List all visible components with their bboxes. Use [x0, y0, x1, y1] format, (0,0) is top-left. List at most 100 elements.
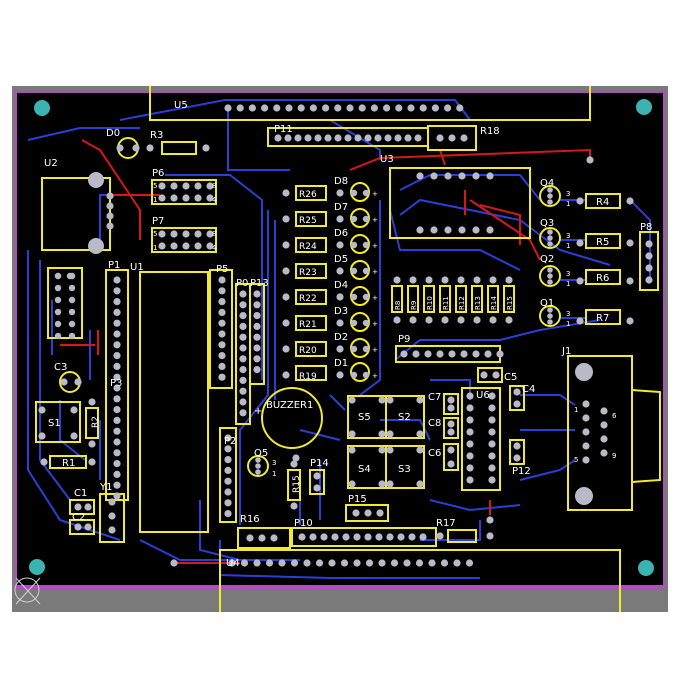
pin-q1-1: 1: [566, 320, 570, 328]
pad-123: [224, 434, 232, 442]
pad-224: [315, 559, 324, 567]
pad-22: [294, 134, 302, 142]
label-p1: P1: [108, 260, 120, 271]
pad-8: [322, 104, 330, 112]
pad-259: [106, 222, 114, 230]
p10-outline: [291, 527, 437, 547]
label-r19: R19: [299, 372, 317, 382]
pad-233: [428, 559, 436, 567]
pad-206: [331, 533, 339, 541]
pad-90: [113, 470, 121, 478]
pad-295: [547, 313, 553, 319]
pad-31: [384, 134, 392, 142]
p2-outline: [219, 427, 237, 523]
pad-91: [113, 481, 121, 489]
pad-345: [457, 276, 465, 284]
pad-294: [547, 307, 553, 313]
pad-56: [194, 242, 202, 250]
pad-229: [378, 559, 386, 567]
pad-239: [108, 526, 116, 534]
pad-179: [488, 440, 496, 448]
pad-165: [575, 363, 593, 381]
label-s4: S4: [358, 464, 371, 475]
pad-300: [626, 239, 634, 247]
pad-6: [297, 104, 305, 112]
pad-1: [236, 104, 244, 112]
pad-87: [113, 438, 121, 446]
pad-105: [239, 312, 247, 320]
pad-284: [255, 469, 261, 475]
pad-65: [68, 296, 76, 304]
pad-308: [362, 189, 370, 197]
label-p6: P6: [152, 168, 164, 179]
label-r9: R9: [410, 301, 418, 310]
mount-hole-tl: [34, 100, 50, 116]
pad-315: [350, 241, 358, 249]
pad-37: [460, 134, 468, 142]
pin-j1-6: 6: [612, 412, 617, 420]
p1-outline: [105, 269, 129, 501]
c8-outline: [443, 417, 459, 439]
pad-267: [378, 430, 386, 438]
label-p11: P11: [274, 124, 293, 135]
pad-109: [239, 355, 247, 363]
pad-334: [336, 371, 344, 379]
pad-81: [113, 373, 121, 381]
pad-126: [224, 466, 232, 474]
q4-outline: [539, 185, 561, 207]
label-r15: R15: [292, 475, 302, 493]
pad-339: [409, 276, 417, 284]
pad-75: [113, 308, 121, 316]
pad-322: [336, 293, 344, 301]
pad-133: [444, 172, 452, 180]
pad-240: [74, 503, 82, 511]
pad-52: [206, 230, 214, 238]
pin-p7-8: 8: [212, 230, 216, 238]
pad-208: [353, 533, 361, 541]
pad-54: [170, 242, 178, 250]
pad-137: [416, 226, 424, 234]
pad-110: [239, 366, 247, 374]
pad-173: [466, 464, 474, 472]
pad-32: [394, 134, 402, 142]
label-s2: S2: [398, 412, 411, 423]
pad-97: [218, 319, 226, 327]
mount-hole-bl: [29, 559, 45, 575]
pad-127: [224, 477, 232, 485]
pad-313: [282, 241, 290, 249]
pad-151: [496, 350, 504, 358]
pad-296: [547, 319, 553, 325]
pad-221: [278, 559, 286, 567]
pad-245: [88, 458, 96, 466]
label-r14: R14: [490, 296, 498, 310]
pad-9: [334, 104, 342, 112]
p7-outline: [151, 227, 217, 253]
pad-171: [466, 440, 474, 448]
pad-44: [170, 194, 178, 202]
pad-80: [113, 362, 121, 370]
pad-311: [350, 215, 358, 223]
led-plus-3: +: [372, 268, 378, 276]
label-r8: R8: [394, 301, 402, 310]
pad-286: [547, 193, 553, 199]
pad-71: [68, 332, 76, 340]
label-r4: R4: [596, 197, 609, 208]
label-c2: C2: [72, 512, 85, 523]
pad-335: [350, 371, 358, 379]
pad-35: [436, 134, 444, 142]
pad-342: [425, 316, 433, 324]
pad-164: [600, 449, 608, 457]
pad-225: [328, 559, 336, 567]
label-s5: S5: [358, 412, 371, 423]
u2-outline: [41, 177, 111, 251]
pad-217: [228, 559, 236, 567]
origin-marker: [14, 577, 40, 603]
pad-298: [626, 197, 634, 205]
pad-7: [309, 104, 317, 112]
label-u6: U6: [476, 390, 490, 401]
pad-176: [488, 404, 496, 412]
pad-285: [547, 187, 553, 193]
label-q5: Q5: [254, 448, 268, 459]
pad-343: [441, 276, 449, 284]
label-c7: C7: [428, 392, 441, 403]
